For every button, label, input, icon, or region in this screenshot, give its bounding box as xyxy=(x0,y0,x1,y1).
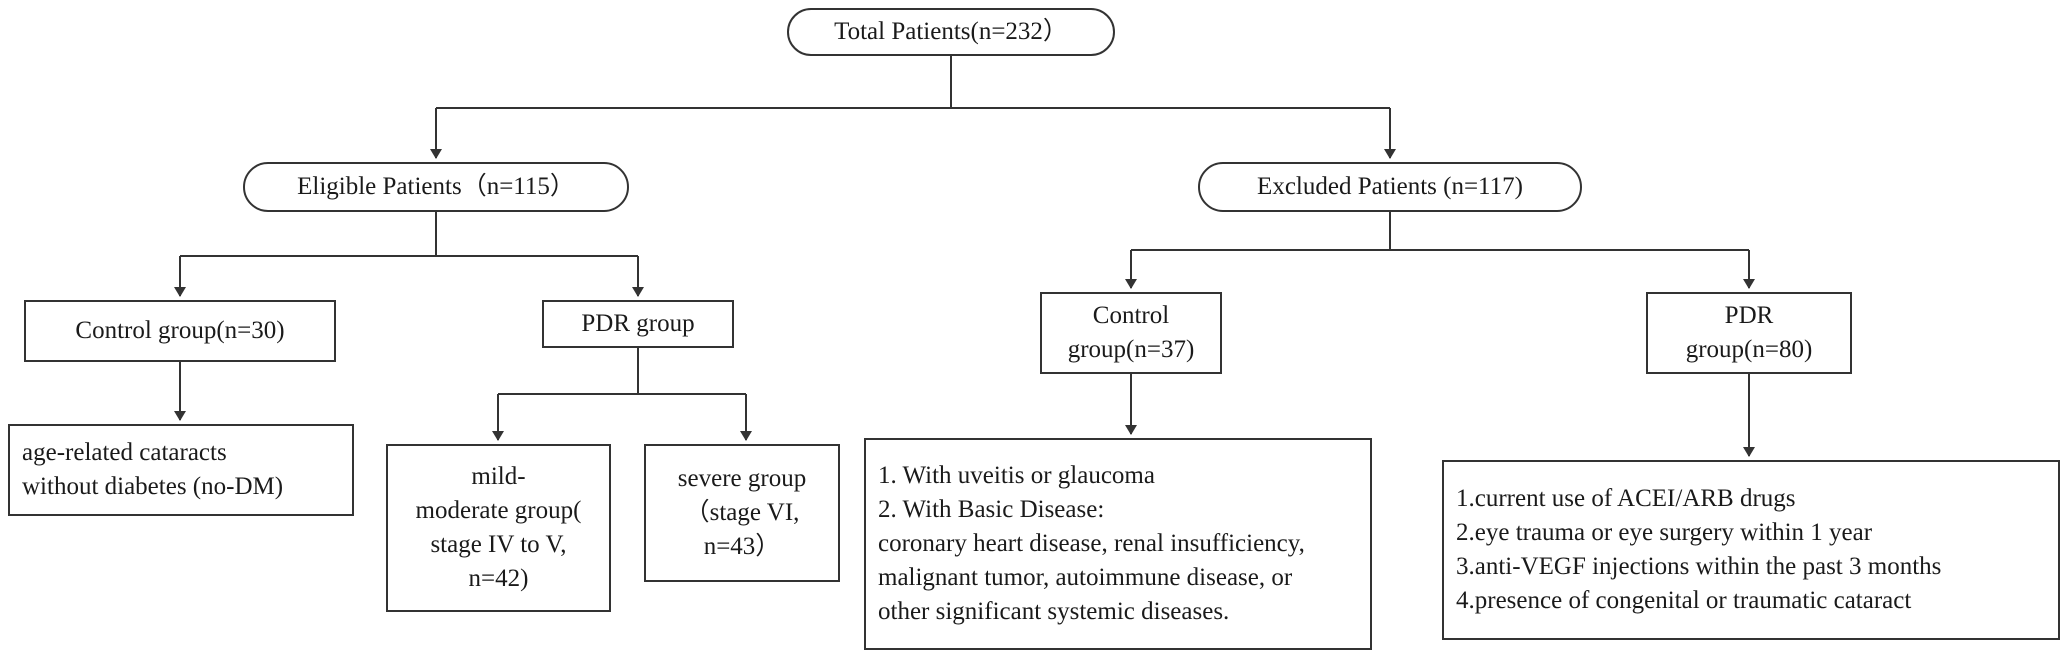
control-criteria-line-5: other significant systemic diseases. xyxy=(878,598,1230,625)
control-criteria-line-1: 1. With uveitis or glaucoma xyxy=(878,462,1155,489)
connector-eligible-split xyxy=(180,212,638,257)
pdr-criteria-line-3: 3.anti-VEGF injections within the past 3… xyxy=(1456,553,1942,580)
pdr-criteria-line-1: 1.current use of ACEI/ARB drugs xyxy=(1456,485,1796,512)
excluded-pdr-line-1: PDR xyxy=(1724,302,1774,329)
connector-excluded-split xyxy=(1131,212,1749,251)
no-dm-node: age-related cataracts without diabetes (… xyxy=(8,424,354,516)
eligible-patients-node: Eligible Patients（n=115） xyxy=(243,162,629,212)
no-dm-line-2: without diabetes (no-DM) xyxy=(22,473,284,500)
control-criteria-line-2: 2. With Basic Disease: xyxy=(878,496,1105,523)
pdr-exclusion-criteria-node: 1.current use of ACEI/ARB drugs 2.eye tr… xyxy=(1442,460,2060,640)
mild-line-4: n=42) xyxy=(468,565,529,592)
mild-line-3: stage IV to V, xyxy=(430,531,567,558)
connector-pdr-split xyxy=(498,348,746,395)
excluded-control-line-2: group(n=37) xyxy=(1067,336,1195,363)
mild-line-2: moderate group( xyxy=(415,497,582,524)
mild-line-1: mild- xyxy=(471,463,526,490)
excluded-control-line-1: Control xyxy=(1092,302,1170,329)
pdr-criteria-line-2: 2.eye trauma or eye surgery within 1 yea… xyxy=(1456,519,1873,546)
excluded-control-group-node: Control group(n=37) xyxy=(1040,292,1222,374)
control-criteria-line-3: coronary heart disease, renal insufficie… xyxy=(878,530,1305,557)
mild-moderate-group-node: mild- moderate group( stage IV to V, n=4… xyxy=(386,444,611,612)
connector-total-split xyxy=(436,54,1390,109)
no-dm-line-1: age-related cataracts xyxy=(22,439,227,466)
excluded-patients-node: Excluded Patients (n=117) xyxy=(1198,162,1582,212)
eligible-control-group-node: Control group(n=30) xyxy=(24,300,336,362)
severe-line-3: n=43） xyxy=(703,533,781,560)
severe-line-1: severe group xyxy=(677,465,807,492)
severe-line-2: （stage VI, xyxy=(684,499,800,526)
pdr-criteria-line-4: 4.presence of congenital or traumatic ca… xyxy=(1456,587,1912,614)
excluded-pdr-group-node: PDR group(n=80) xyxy=(1646,292,1852,374)
severe-group-node: severe group （stage VI, n=43） xyxy=(644,444,840,582)
eligible-pdr-group-node: PDR group xyxy=(542,300,734,348)
excluded-pdr-line-2: group(n=80) xyxy=(1685,336,1813,363)
total-patients-node: Total Patients(n=232） xyxy=(787,8,1115,56)
control-criteria-line-4: malignant tumor, autoimmune disease, or xyxy=(878,564,1293,591)
control-exclusion-criteria-node: 1. With uveitis or glaucoma 2. With Basi… xyxy=(864,438,1372,650)
